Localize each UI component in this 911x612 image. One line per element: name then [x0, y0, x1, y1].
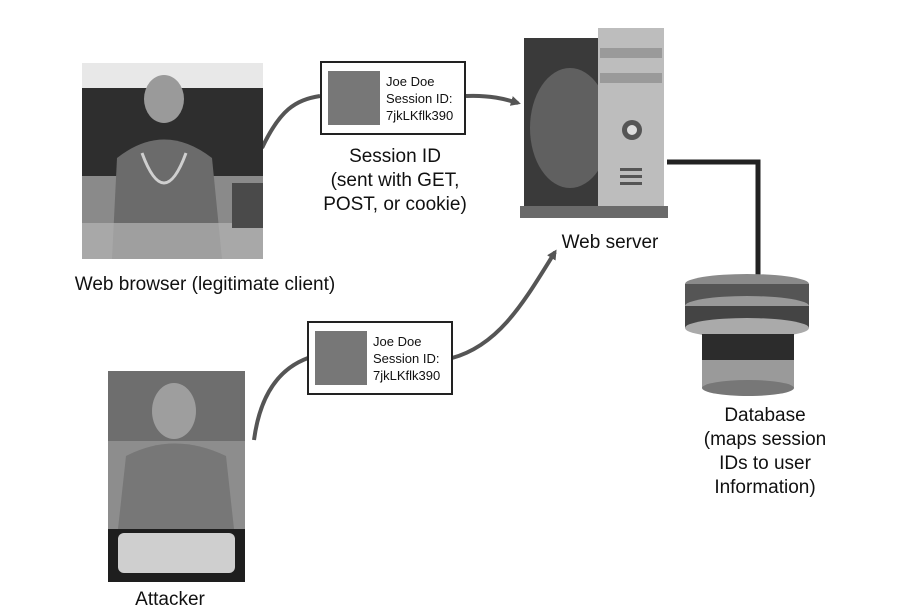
database-label-line-1: Database	[724, 405, 806, 426]
database-icon	[680, 272, 815, 397]
server-database-link	[667, 159, 761, 282]
legit-card-thumbnail	[328, 71, 380, 125]
session-caption: Session ID (sent with GET, POST, or cook…	[300, 145, 490, 217]
attacker-card-field-label: Session ID:	[373, 351, 440, 366]
attacker-session-card: Joe Doe Session ID: 7jkLKflk390	[307, 321, 453, 395]
legit-session-card: Joe Doe Session ID: 7jkLKflk390	[320, 61, 466, 135]
attacker-card-name: Joe Doe	[373, 334, 422, 349]
attacker-to-card-arrow	[252, 356, 309, 441]
card-to-server-arrow	[465, 93, 521, 106]
session-caption-line-1: Session ID	[349, 146, 441, 167]
client-to-card-arrow	[260, 94, 321, 149]
database-label-line-4: Information)	[714, 477, 816, 498]
database-label: Database (maps session IDs to user Infor…	[680, 404, 850, 500]
session-caption-line-2: (sent with GET,	[330, 170, 460, 191]
legit-card-name: Joe Doe	[386, 74, 435, 89]
attacker-label: Attacker	[135, 589, 205, 610]
web-server-icon	[520, 18, 668, 218]
web-server-label: Web server	[561, 232, 659, 253]
attacker-card-thumbnail	[315, 331, 367, 385]
client-label: Web browser (legitimate client)	[74, 274, 336, 295]
legit-card-field-label: Session ID:	[386, 91, 453, 106]
session-caption-line-3: POST, or cookie)	[323, 194, 467, 215]
card-to-server-attack-arrow	[451, 249, 557, 360]
client-photo	[82, 63, 263, 259]
database-label-line-3: IDs to user	[719, 453, 811, 474]
database-label-line-2: (maps session	[703, 429, 827, 450]
attacker-card-session-id: 7jkLKflk390	[373, 368, 441, 383]
legit-card-session-id: 7jkLKflk390	[386, 108, 454, 123]
attacker-photo	[108, 371, 245, 582]
